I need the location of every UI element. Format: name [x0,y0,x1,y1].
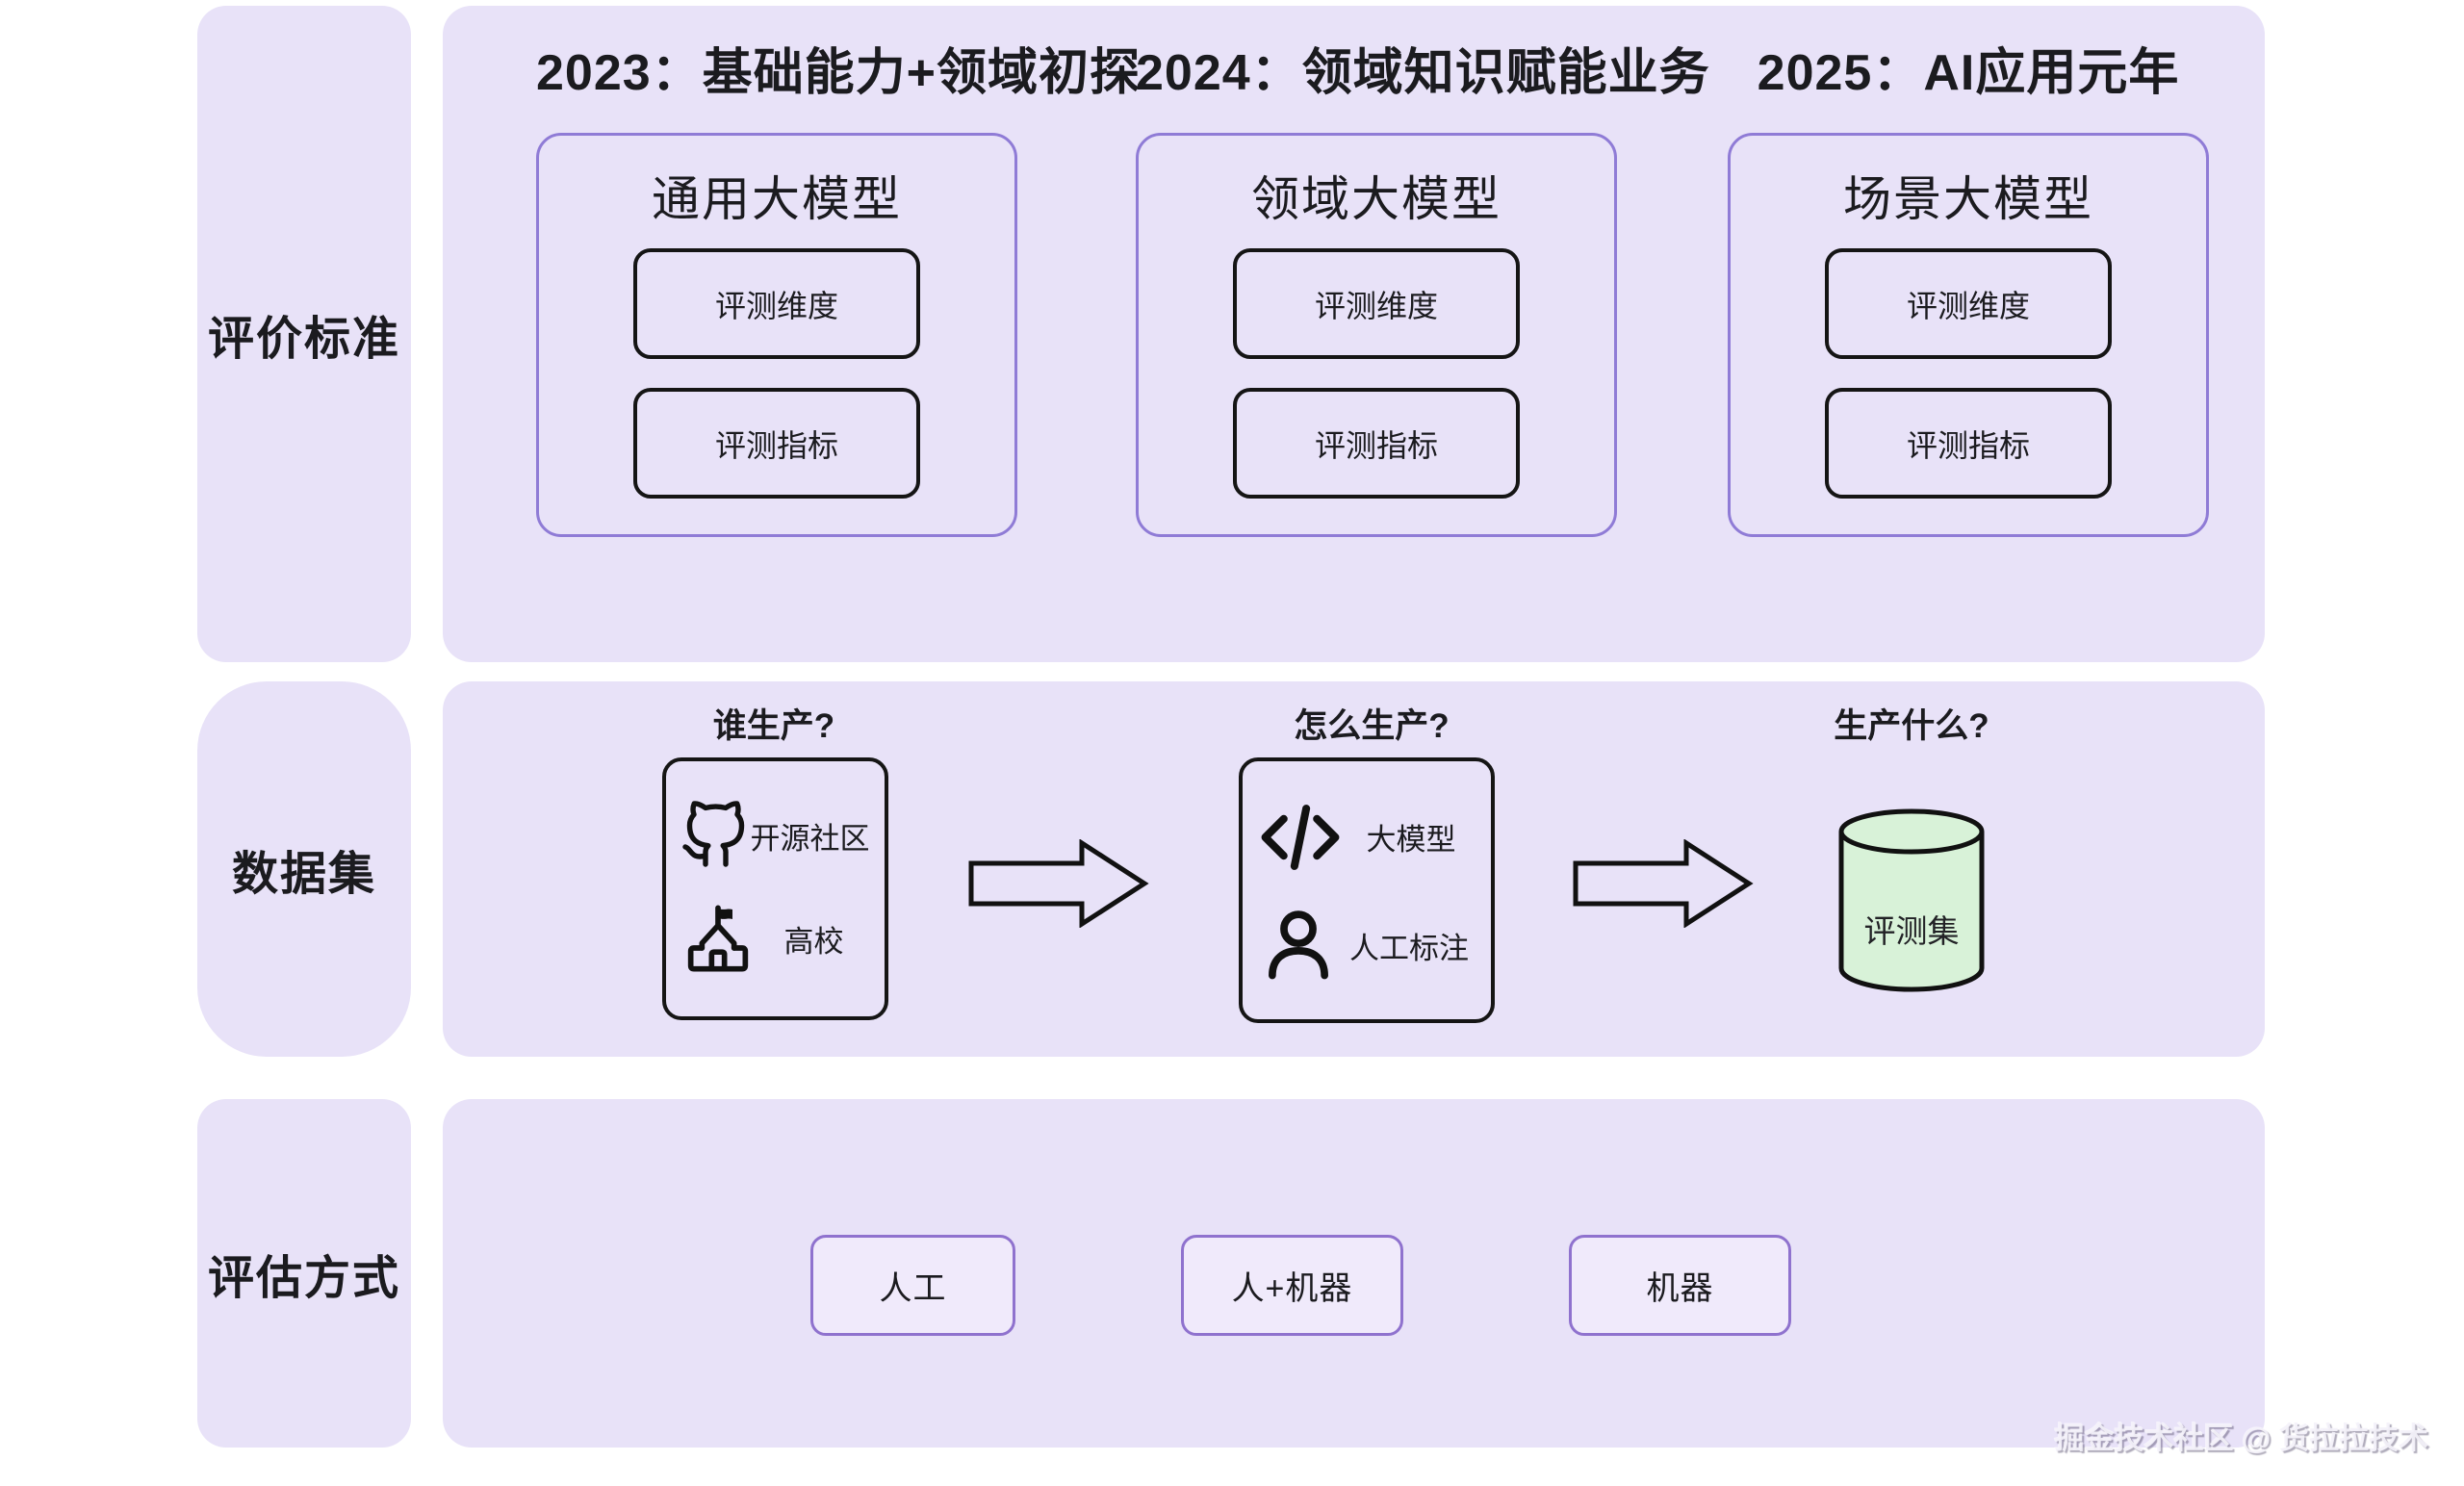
year-title-2025: 2025：AI应用元年 [1757,45,2180,101]
question-what-produced: 生产什么? [1834,707,1989,745]
code-icon [1256,793,1345,882]
sidebar-row-evaluation: 评估方式 [197,1099,411,1448]
sidebar-label-dataset: 数据集 [231,849,376,900]
question-how-produced: 怎么生产? [1294,707,1450,745]
question-who-produces: 谁生产? [712,707,835,745]
year-title-2024: 2024：领域知识赋能业务 [1136,45,1710,101]
method-box: 大模型 人工标注 [1239,757,1495,1023]
machine-eval-box: 机器 [1569,1235,1791,1336]
producer-label: 开源社区 [750,821,870,856]
eval-metric-box: 评测指标 [1825,388,2112,499]
standards-panel: 2023：基础能力+领域初探 通用大模型 评测维度 评测指标 2024：领域知识… [443,6,2265,662]
watermark: 掘金技术社区 @ 货拉拉技术 [2054,1422,2428,1455]
model-title: 领域大模型 [1251,172,1502,226]
method-item-llm: 大模型 [1256,793,1477,882]
person-icon [1256,903,1341,987]
model-title: 通用大模型 [652,172,902,226]
evaluation-panel: 人工 人+机器 机器 [443,1099,2265,1448]
year-title-2023: 2023：基础能力+领域初探 [536,45,1142,101]
model-title: 场景大模型 [1843,172,2093,226]
method-item-annotation: 人工标注 [1256,903,1477,987]
scene-model-box: 场景大模型 评测维度 评测指标 [1728,133,2209,537]
standards-column-2025: 2025：AI应用元年 场景大模型 评测维度 评测指标 [1728,37,2209,537]
human-machine-eval-box: 人+机器 [1181,1235,1403,1336]
method-label: 大模型 [1366,823,1456,858]
sidebar-label-standards: 评价标准 [207,314,400,365]
general-model-box: 通用大模型 评测维度 评测指标 [536,133,1017,537]
eval-dimension-box: 评测维度 [1233,248,1520,359]
arrow-right-icon [1572,839,1755,928]
sidebar-row-standards: 评价标准 [197,6,411,662]
eval-metric-box: 评测指标 [1233,388,1520,499]
producer-item-university: 高校 [680,900,871,977]
method-label: 人工标注 [1349,931,1469,965]
standards-column-2024: 2024：领域知识赋能业务 领域大模型 评测维度 评测指标 [1136,37,1710,537]
sidebar-row-dataset: 数据集 [197,681,411,1057]
eval-metric-box: 评测指标 [633,388,920,499]
producer-item-opensource: 开源社区 [680,801,871,870]
github-icon [680,801,749,870]
domain-model-box: 领域大模型 评测维度 评测指标 [1136,133,1617,537]
dataset-panel: 谁生产? 怎么生产? 生产什么? 开源社区 [443,681,2265,1057]
manual-eval-box: 人工 [810,1235,1015,1336]
eval-set-label: 评测集 [1863,913,1960,949]
standards-column-2023: 2023：基础能力+领域初探 通用大模型 评测维度 评测指标 [536,37,1142,537]
school-icon [680,900,757,977]
arrow-right-icon [967,839,1150,928]
eval-dimension-box: 评测维度 [633,248,920,359]
producer-label: 高校 [783,924,844,959]
producers-box: 开源社区 高校 [662,757,888,1020]
sidebar-label-evaluation: 评估方式 [207,1253,400,1304]
database-icon: 评测集 [1835,806,1988,994]
eval-dimension-box: 评测维度 [1825,248,2112,359]
